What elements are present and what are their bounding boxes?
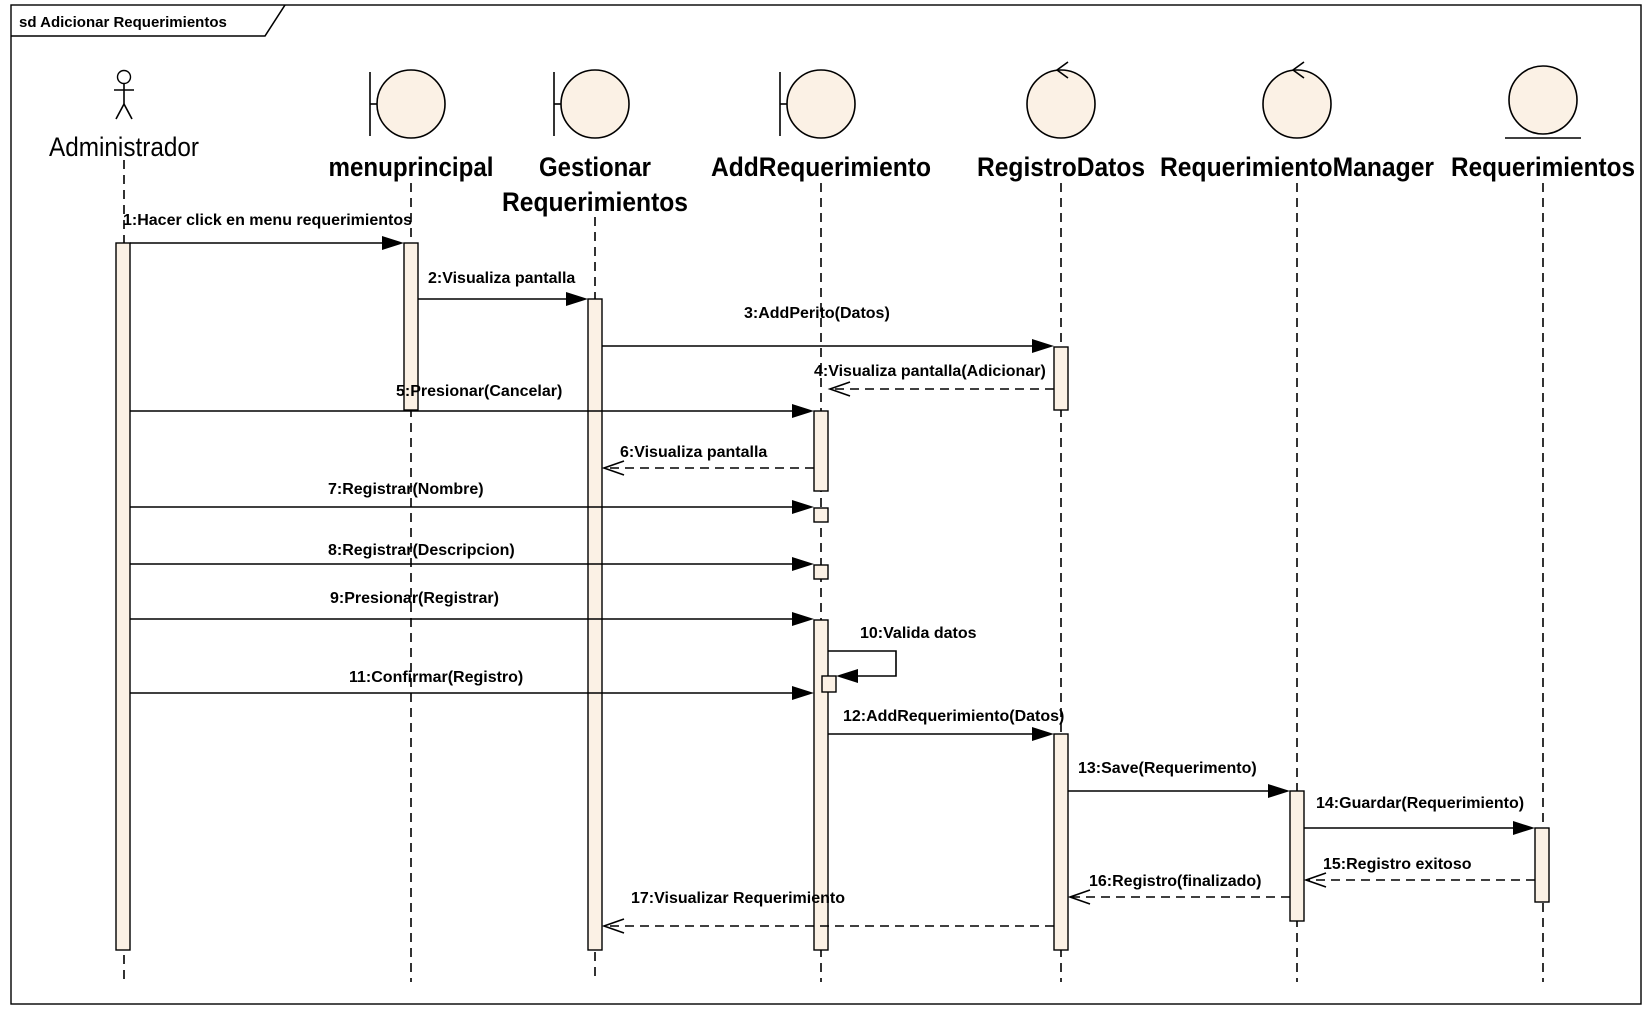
open-arrowhead-icon	[827, 381, 851, 397]
entity-icon	[1505, 65, 1581, 139]
activation-bar	[1534, 827, 1550, 903]
activation-bar	[1053, 733, 1069, 951]
message-label: 14:Guardar(Requerimiento)	[1316, 795, 1524, 812]
lifeline-name: Administrador	[49, 132, 199, 162]
message-label: 3:AddPerito(Datos)	[744, 305, 890, 322]
arrowhead-icon	[1032, 727, 1054, 741]
self-message-arrow	[828, 650, 897, 677]
message-label: 16:Registro(finalizado)	[1089, 873, 1261, 890]
frame-title: sd Adicionar Requerimientos	[19, 14, 227, 31]
message-label: 12:AddRequerimiento(Datos)	[843, 708, 1064, 725]
activation-bar	[813, 410, 829, 492]
arrowhead-icon	[792, 500, 814, 514]
message-label: 6:Visualiza pantalla	[620, 444, 767, 461]
message-label: 2:Visualiza pantalla	[428, 270, 575, 287]
boundary-icon	[369, 69, 446, 139]
open-arrowhead-icon	[601, 918, 625, 934]
arrowhead-icon	[836, 669, 858, 683]
message-label: 1:Hacer click en menu requerimientos	[123, 212, 412, 229]
arrowhead-icon	[792, 686, 814, 700]
lifeline-name: AddRequerimiento	[711, 152, 931, 182]
message-label: 10:Valida datos	[860, 625, 977, 642]
arrowhead-icon	[792, 612, 814, 626]
open-arrowhead-icon	[1067, 889, 1091, 905]
lifeline-name: Requerimientos	[1451, 152, 1635, 182]
arrowhead-icon	[566, 292, 588, 306]
message-label: 11:Confirmar(Registro)	[349, 669, 523, 686]
arrowhead-icon	[1513, 821, 1535, 835]
frame-tab	[11, 4, 286, 37]
diagram-frame	[10, 4, 1642, 1005]
message-label: 17:Visualizar Requerimiento	[631, 890, 845, 907]
message-label: 15:Registro exitoso	[1323, 856, 1472, 873]
open-arrowhead-icon	[1303, 872, 1327, 888]
message-label: 8:Registrar(Descripcion)	[328, 542, 515, 559]
actor-icon	[114, 69, 134, 120]
activation-bar	[813, 564, 829, 580]
control-icon	[1026, 61, 1096, 139]
activation-bar	[115, 242, 131, 951]
activation-bar	[587, 298, 603, 951]
arrowhead-icon	[1268, 784, 1290, 798]
arrowhead-icon	[1032, 339, 1054, 353]
activation-bar	[813, 507, 829, 523]
activation-bar	[403, 242, 419, 411]
control-icon	[1262, 61, 1332, 139]
message-label: 9:Presionar(Registrar)	[330, 590, 499, 607]
message-label: 7:Registrar(Nombre)	[328, 481, 484, 498]
activation-bar	[813, 619, 829, 951]
message-label: 13:Save(Requerimento)	[1078, 760, 1257, 777]
arrowhead-icon	[382, 236, 404, 250]
arrowhead-icon	[792, 557, 814, 571]
boundary-icon	[779, 69, 856, 139]
boundary-icon	[553, 69, 630, 139]
lifeline-name: Gestionar	[539, 152, 651, 182]
lifeline-name: Requerimientos	[502, 187, 688, 217]
open-arrowhead-icon	[601, 460, 625, 476]
lifeline-name: menuprincipal	[329, 152, 494, 182]
lifeline-name: RequerimientoManager	[1160, 152, 1434, 182]
lifeline-name: RegistroDatos	[977, 152, 1145, 182]
activation-bar	[1053, 346, 1069, 411]
arrowhead-icon	[792, 404, 814, 418]
activation-bar	[1289, 790, 1305, 922]
activation-bar	[821, 675, 837, 693]
message-label: 5:Presionar(Cancelar)	[396, 383, 562, 400]
message-label: 4:Visualiza pantalla(Adicionar)	[814, 363, 1046, 380]
